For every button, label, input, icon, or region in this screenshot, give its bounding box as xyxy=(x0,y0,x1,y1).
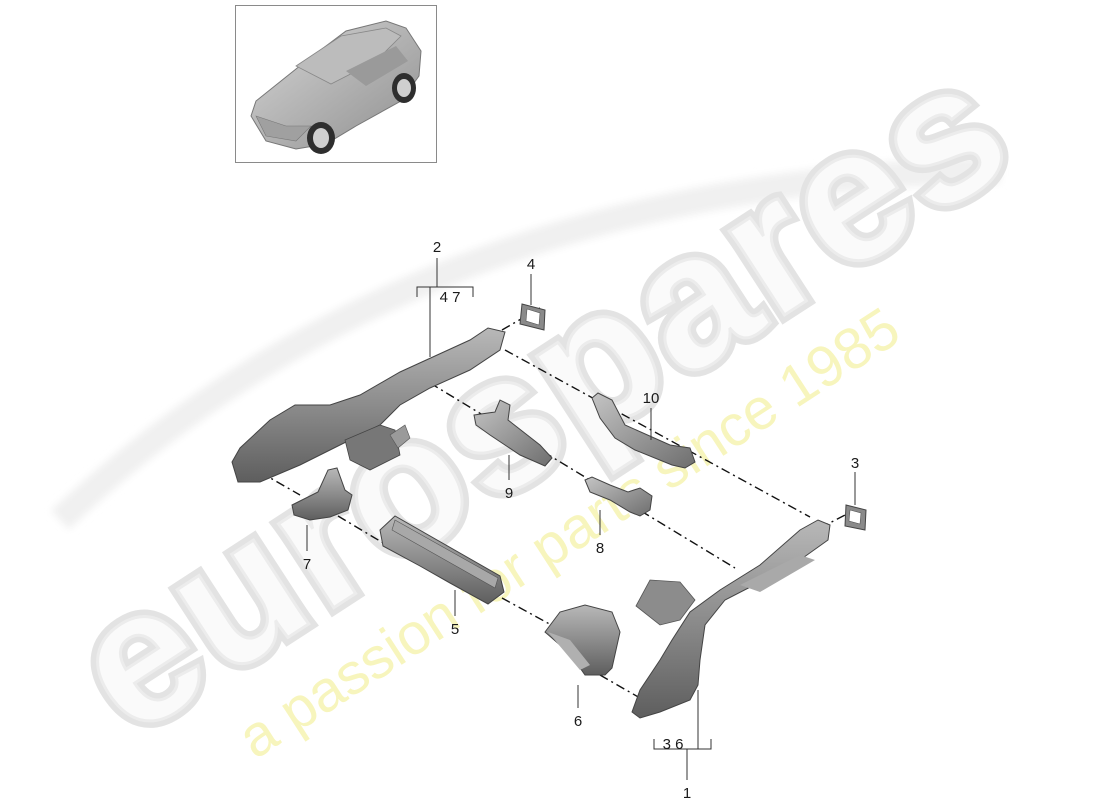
part-4-plate[interactable] xyxy=(519,303,546,331)
part-10-bracket-long[interactable] xyxy=(591,392,696,469)
callout-10[interactable]: 10 xyxy=(642,390,660,407)
watermark-swoosh xyxy=(51,157,1001,530)
callout-3[interactable]: 3 xyxy=(850,455,860,472)
vehicle-thumbnail xyxy=(235,5,437,163)
callout-4[interactable]: 4 xyxy=(526,256,536,273)
callout-5[interactable]: 5 xyxy=(450,621,460,638)
callout-1[interactable]: 1 xyxy=(682,785,692,802)
part-5-cross-member[interactable] xyxy=(379,515,505,605)
part-7-reinforcement-left[interactable] xyxy=(291,467,353,521)
part-1-side-member-right[interactable] xyxy=(631,519,831,719)
callout-7[interactable]: 7 xyxy=(302,556,312,573)
callout-1-subparts: 3 6 xyxy=(662,736,684,753)
callout-9[interactable]: 9 xyxy=(504,485,514,502)
callout-6[interactable]: 6 xyxy=(573,713,583,730)
callout-2[interactable]: 2 xyxy=(432,239,442,256)
callout-2-subparts: 4 7 xyxy=(439,289,461,306)
part-9-bracket-short[interactable] xyxy=(473,399,553,467)
callout-8[interactable]: 8 xyxy=(595,540,605,557)
part-2-side-member-left[interactable] xyxy=(231,327,506,483)
leader-lines xyxy=(306,258,856,780)
part-3-plate[interactable] xyxy=(844,504,867,531)
part-8-bracket-lower[interactable] xyxy=(584,476,653,517)
part-6-reinforcement-right[interactable] xyxy=(544,604,621,676)
car-icon xyxy=(250,20,422,154)
